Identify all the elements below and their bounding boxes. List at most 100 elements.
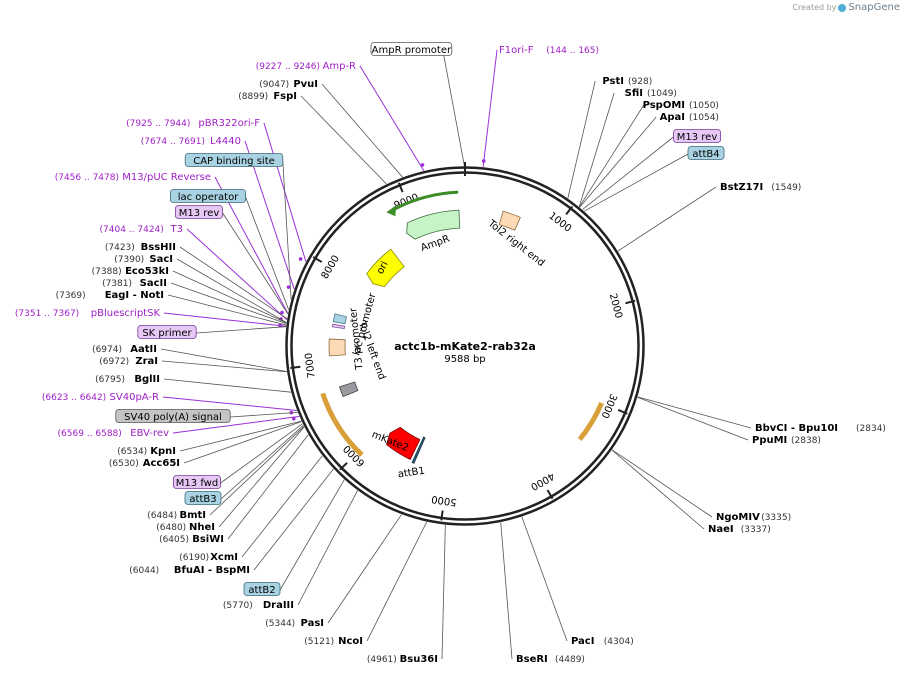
leader-line [227,434,309,540]
feature-box [115,409,231,423]
feature-shape [328,338,346,357]
leader-line [183,421,302,464]
enzyme-position: (3337) [741,525,771,535]
site-label-pspomi: PspOMI(1050) [643,100,719,111]
enzyme-name: Eco53kI [125,266,169,277]
primer-range: (7351 .. 7367) [15,309,79,319]
site-label-cap-binding-site: CAP binding site [184,153,284,167]
bp-tick [290,365,301,369]
enzyme-name: BmtI [179,510,206,521]
enzyme-position: (5344) [265,619,295,629]
leader-line [567,80,596,199]
feature-box-text: attB3 [189,494,216,505]
site-label-ncoi: NcoI(5121) [304,636,363,647]
enzyme-position: (8899) [238,92,268,102]
feature-box [174,205,223,219]
enzyme-position: (9047) [259,80,289,90]
feature-box [184,153,284,167]
site-label-ebv-rev: EBV-rev(6569 .. 6588) [58,428,170,439]
site-label-pvui: PvuI(9047) [259,79,318,90]
site-label-bsu36i: Bsu36I(4961) [367,654,438,665]
feature-tol2-right-end [498,210,521,231]
enzyme-name: NaeI [708,524,734,535]
site-label-zrai: ZraI(6972) [99,356,158,367]
feature-box [673,129,722,143]
leader-line [297,490,358,606]
site-label-eagi-noti: EagI - NotI(7369) [56,290,164,301]
feature-shape [498,210,521,231]
site-label-ppumi: PpuMI(2838) [752,435,821,446]
feature-box-text: M13 fwd [176,478,218,489]
site-label-f1ori-f: F1ori-F(144 .. 165) [499,45,599,56]
primer-name: EBV-rev [130,428,169,439]
enzyme-position: (7423) [105,243,135,253]
leader-line [222,212,289,315]
primer-name: Amp-R [323,61,357,72]
feature-shape [338,381,359,398]
site-label-bfuai-bspmi: BfuAI - BspMI(6044) [129,565,250,576]
site-label-bstz17i: BstZ17I (1549) [720,182,801,193]
enzyme-position: (1549) [771,183,801,193]
feature-box-text: attB2 [248,585,275,596]
feature-box-text: attB4 [692,149,719,160]
feature-ampr [406,209,461,240]
enzyme-position: (6484) [147,511,177,521]
primer-name: T3 [170,224,183,235]
enzyme-name: BseRI [516,654,548,665]
leader-line [611,449,713,518]
enzyme-name: DraIII [263,600,294,611]
primer-range: (7456 .. 7478) [55,173,119,183]
leader-line [160,348,287,372]
snapgene-credit: Created by SnapGene [792,2,900,13]
leader-lines [160,49,752,660]
site-label-pbr322ori-f: pBR322ori-F(7925 .. 7944) [126,118,260,129]
leader-line [253,468,334,571]
leader-line [578,104,645,208]
leader-line [170,282,287,325]
bp-tick [625,299,636,305]
bp-tick [617,408,628,415]
primer-name: pBluescriptSK [91,308,161,319]
enzyme-position: (6405) [159,535,189,545]
enzyme-name: SfiI [625,88,643,99]
leader-line [279,479,345,591]
site-label-sv40-poly-a-signal: SV40 poly(A) signal [115,409,231,423]
feature-shape [332,313,348,325]
bp-tick [339,462,348,471]
leader-line [167,294,287,326]
leader-line [220,423,303,484]
leader-line [637,396,749,441]
site-label-m13-rev: M13 rev [673,129,722,143]
orf-arc-bottom-left [320,392,364,457]
feature-sv40-poly-a [338,381,359,398]
site-label-sfii: SfiI (1049) [625,88,677,99]
leader-line [163,312,287,327]
primer-site-marker [280,310,284,315]
feature-box-text: SK primer [142,328,192,339]
bp-tick-label: 8000 [320,254,342,282]
primer-range: (7674 .. 7691) [141,137,205,147]
enzyme-name: BstZ17I [720,182,763,193]
leader-line [179,246,288,320]
feature-shape [331,323,346,330]
feature-label-attb1: attB1 [397,466,425,481]
enzyme-name: NcoI [338,636,363,647]
leader-line [582,136,674,210]
snapgene-logo-icon [838,3,847,12]
site-label-sacii: SacII(7381) [102,278,167,289]
site-label-bsshii: BssHII(7423) [105,242,176,253]
enzyme-name: SacI [149,254,173,265]
primer-site-marker [481,159,486,163]
leader-line [441,524,446,660]
bp-tick [565,205,574,215]
credit-brand: SnapGene [848,2,900,13]
enzyme-position: (4961) [367,655,397,665]
feature-box [137,325,197,339]
site-label-pbluescriptsk: pBluescriptSK (7351 .. 7367) [15,308,161,319]
leader-line [579,116,657,208]
leader-line [172,270,287,324]
enzyme-position: (1049) [647,89,677,99]
site-label-acc65i: Acc65I(6530) [109,458,180,469]
leader-line [321,83,403,178]
enzyme-name: NheI [189,522,215,533]
